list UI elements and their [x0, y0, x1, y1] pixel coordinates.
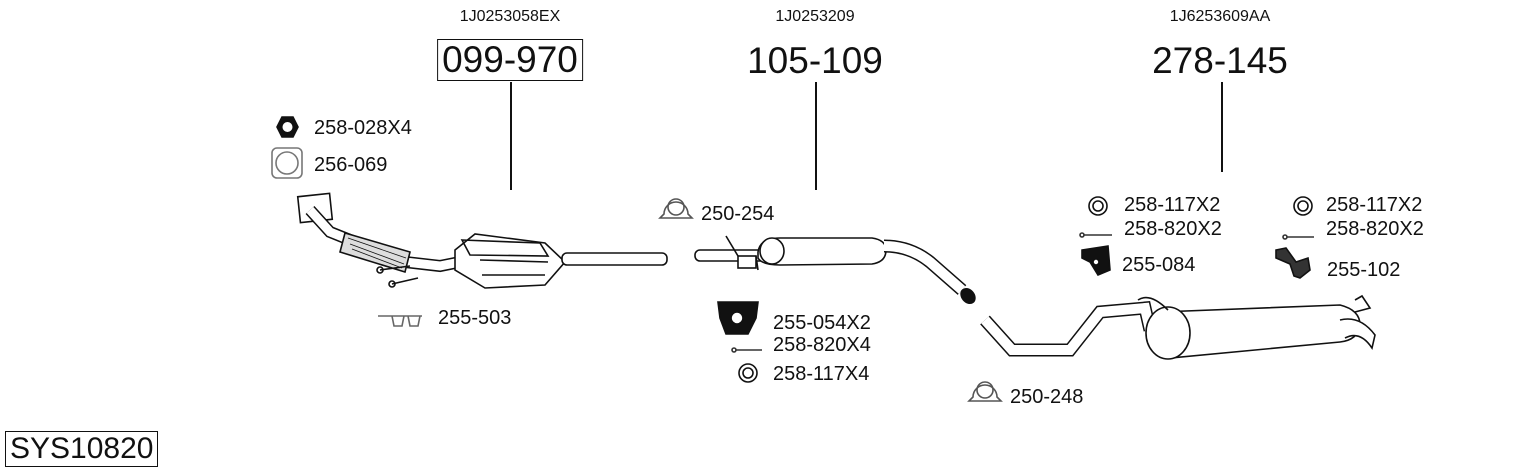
leader-line [510, 82, 512, 190]
ring-icon [738, 363, 758, 383]
accessory-label-hanger[interactable]: 255-084 [1122, 254, 1196, 276]
part-number-rear-silencer[interactable]: 278-145 [1152, 40, 1288, 81]
bolt-icon [1079, 232, 1112, 238]
accessory-label-hanger[interactable]: 255-102 [1327, 259, 1401, 281]
oe-number-catalyst: 1J0253058EX [459, 8, 561, 25]
gasket-icon [271, 147, 303, 179]
accessory-label-gasket[interactable]: 256-069 [314, 154, 388, 176]
rear-silencer-drawing[interactable] [980, 294, 1376, 360]
bolt-icon [731, 347, 762, 353]
accessory-label-ring[interactable]: 258-117X2 [1326, 194, 1423, 216]
middle-silencer-drawing[interactable] [694, 235, 978, 306]
accessory-label-ring[interactable]: 258-117X4 [773, 363, 870, 385]
ring-icon [1088, 196, 1108, 216]
leader-line [815, 82, 817, 190]
oe-number-middle-silencer: 1J0253209 [775, 8, 855, 25]
clamp-icon [658, 198, 694, 219]
system-id: SYS10820 [5, 431, 159, 467]
hanger-icon [717, 301, 759, 335]
accessory-label-nut[interactable]: 258-028X4 [314, 117, 412, 139]
bracket-icon [378, 315, 422, 327]
part-number-catalyst[interactable]: 099-970 [437, 39, 583, 81]
hanger-icon [1081, 245, 1111, 277]
accessory-label-hanger[interactable]: 255-054X2 [773, 312, 871, 334]
bolt-icon [1282, 234, 1314, 240]
accessory-label-ring[interactable]: 258-117X2 [1124, 194, 1221, 216]
hanger-icon [1275, 247, 1311, 279]
accessory-label-bolt[interactable]: 258-820X2 [1326, 218, 1424, 240]
ring-icon [1293, 196, 1313, 216]
accessory-label-bracket[interactable]: 255-503 [438, 307, 512, 329]
accessory-label-clamp[interactable]: 250-248 [1010, 386, 1084, 408]
leader-line [1221, 82, 1223, 172]
oe-number-rear-silencer: 1J6253609AA [1169, 8, 1271, 25]
accessory-label-clamp[interactable]: 250-254 [701, 203, 775, 225]
accessory-label-bolt[interactable]: 258-820X4 [773, 334, 871, 356]
catalyst-drawing[interactable] [296, 192, 668, 289]
part-number-middle-silencer[interactable]: 105-109 [747, 40, 883, 81]
nut-icon [276, 116, 299, 138]
accessory-label-bolt[interactable]: 258-820X2 [1124, 218, 1222, 240]
clamp-icon [967, 381, 1003, 402]
